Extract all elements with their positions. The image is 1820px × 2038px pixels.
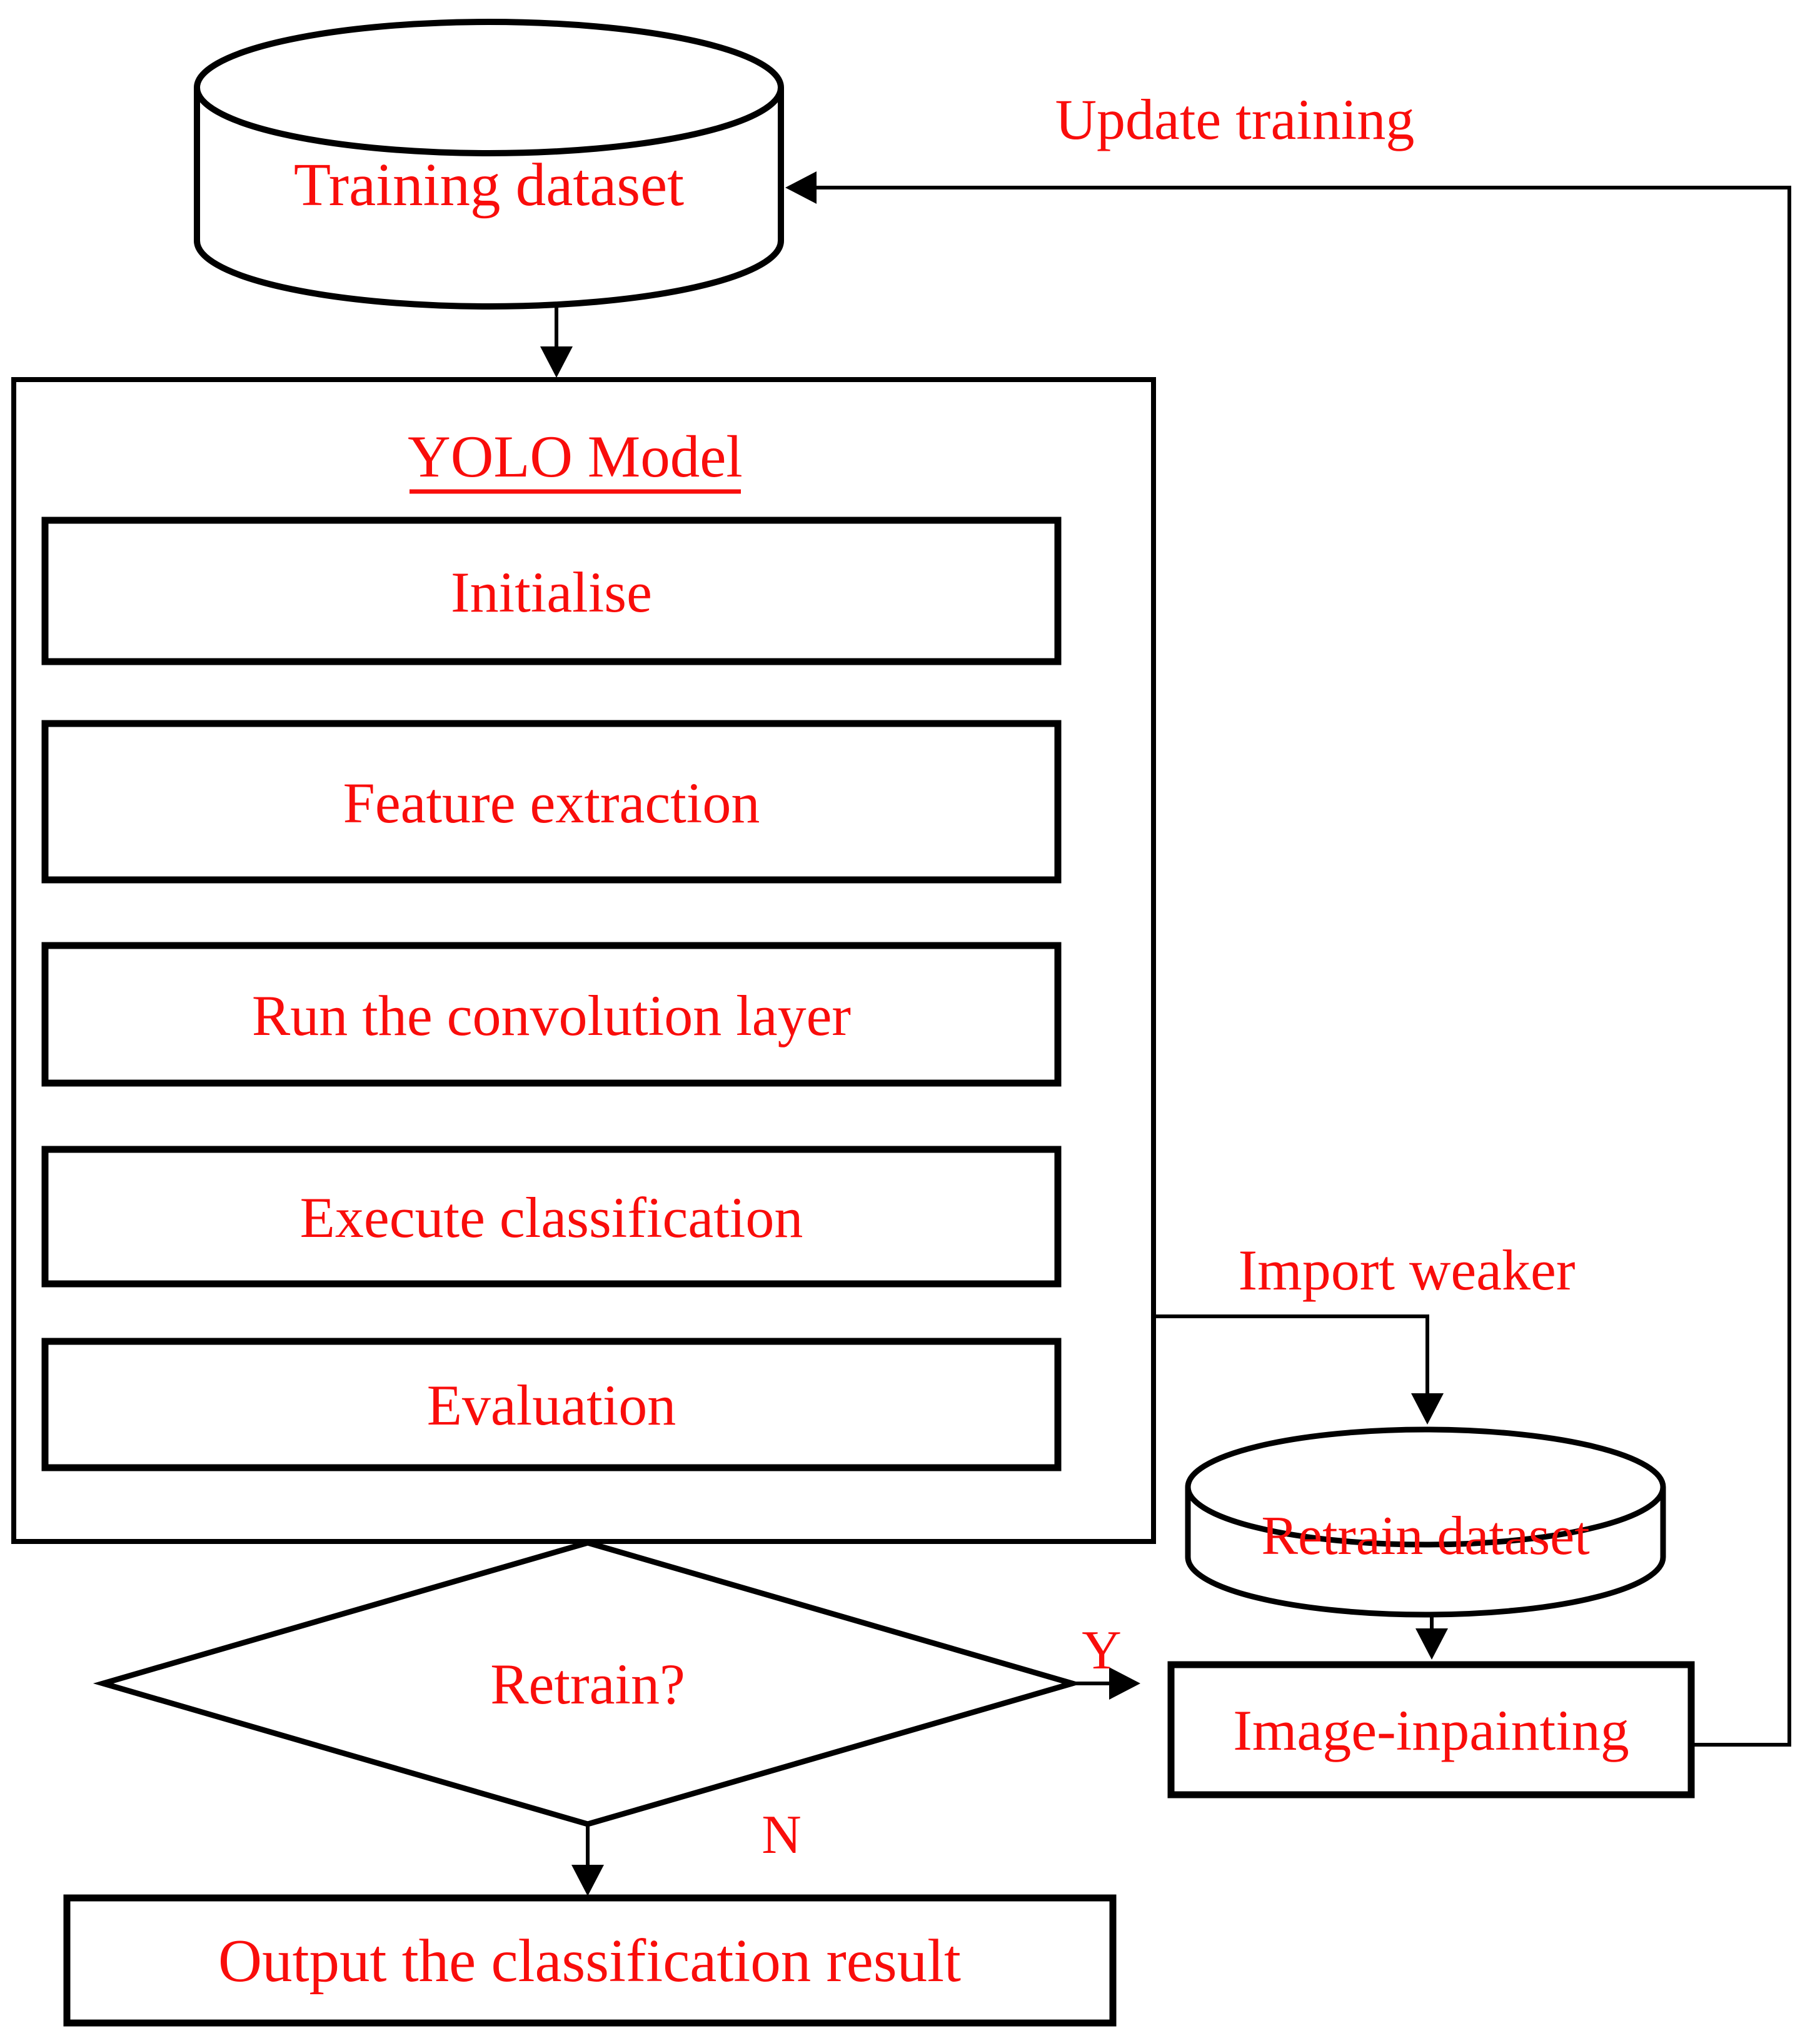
initialise-label: Initialise <box>451 560 652 624</box>
edge-update-training-loop <box>785 171 1791 1747</box>
node-image-inpainting: Image-inpainting <box>1167 1661 1695 1798</box>
node-evaluation: Evaluation <box>41 1338 1062 1471</box>
image-inpainting-box <box>1167 1661 1695 1798</box>
node-initialise: Initialise <box>41 517 1062 665</box>
output-result-box <box>63 1894 1117 2027</box>
output-result-label: Output the classification result <box>218 1927 961 1994</box>
node-run-convolution: Run the convolution layer <box>41 942 1062 1087</box>
retrain-decision-label: Retrain? <box>490 1652 685 1716</box>
node-retrain-dataset: Retrain dataset <box>1185 1426 1666 1618</box>
training-dataset-label: Training dataset <box>294 151 684 218</box>
execute-classification-box <box>41 1146 1062 1288</box>
node-output-result: Output the classification result <box>63 1894 1117 2027</box>
run-convolution-box <box>41 942 1062 1087</box>
node-retrain-decision: Retrain? <box>93 1540 1083 1827</box>
evaluation-label: Evaluation <box>427 1373 676 1437</box>
evaluation-box <box>41 1338 1062 1471</box>
node-execute-classification: Execute classification <box>41 1146 1062 1288</box>
yes-edge-label: Y <box>1082 1620 1122 1681</box>
initialise-box <box>41 517 1062 665</box>
retrain-dataset-cylinder-top <box>1185 1426 1666 1548</box>
training-dataset-cylinder-top <box>194 19 784 156</box>
feature-extraction-box <box>41 720 1062 884</box>
run-convolution-label: Run the convolution layer <box>252 984 851 1047</box>
retrain-decision-diamond <box>93 1540 1083 1827</box>
node-feature-extraction: Feature extraction <box>41 720 1062 884</box>
execute-classification-label: Execute classification <box>300 1186 803 1249</box>
no-edge-label: N <box>762 1805 802 1865</box>
update-training-edge-label: Update training <box>1055 88 1415 151</box>
yolo-model-title: YOLO Model <box>408 423 743 490</box>
feature-extraction-label: Feature extraction <box>343 771 760 835</box>
node-training-dataset: Training dataset <box>194 19 784 310</box>
image-inpainting-label: Image-inpainting <box>1233 1698 1629 1762</box>
import-weaker-edge-label: Import weaker <box>1239 1238 1576 1302</box>
retrain-dataset-label: Retrain dataset <box>1261 1506 1589 1566</box>
